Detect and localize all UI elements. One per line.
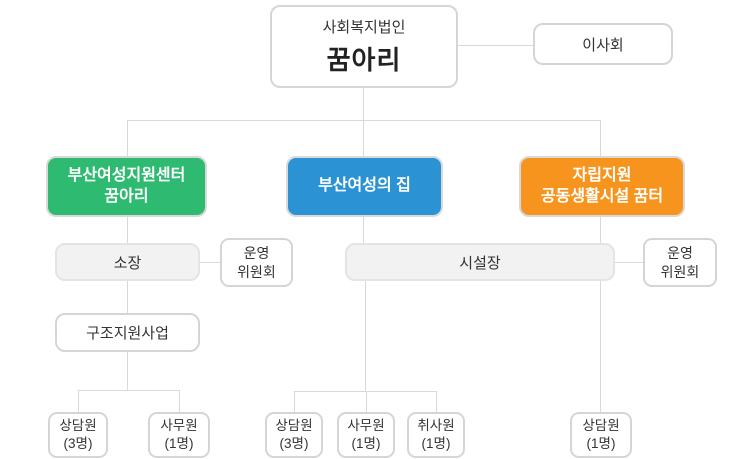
women-house-label: 부산여성의 집: [318, 177, 411, 195]
facility-head-label: 시설장: [459, 254, 501, 272]
connector-line: [78, 390, 79, 412]
staff-role: 취사원: [417, 417, 455, 433]
rescue-support-program-box: 구조지원사업: [55, 313, 200, 352]
connector-line: [127, 217, 128, 243]
corporation-type-label: 사회복지법인: [322, 19, 406, 36]
operating-committee-left-line1: 운영: [243, 244, 270, 261]
staff-count: (3명): [279, 436, 309, 451]
staff-count: (1명): [586, 436, 616, 451]
self-reliance-facility-label-line1: 자립지원: [572, 166, 632, 184]
connector-line: [363, 88, 364, 120]
connector-line: [127, 120, 601, 121]
operating-committee-right-line1: 운영: [667, 244, 693, 261]
director-box: 소장: [55, 243, 200, 281]
connector-line: [200, 262, 220, 263]
operating-committee-left-box: 운영 위원회: [220, 238, 293, 287]
staff-count: (3명): [63, 436, 93, 451]
facility-head-box: 시설장: [345, 243, 615, 281]
staff-box-clerk-mid: 사무원 (1명): [337, 412, 395, 458]
connector-line: [436, 391, 437, 412]
connector-line: [600, 217, 601, 243]
connector-line: [366, 391, 367, 412]
staff-count: (1명): [421, 436, 451, 451]
staff-role: 사무원: [160, 417, 198, 433]
connector-line: [600, 120, 601, 156]
connector-line: [294, 391, 436, 392]
connector-line: [363, 217, 364, 243]
women-house-box: 부산여성의 집: [286, 156, 443, 217]
operating-committee-left-line2: 위원회: [237, 263, 276, 280]
staff-box-counselor-mid: 상담원 (3명): [265, 412, 323, 458]
staff-role: 상담원: [582, 417, 620, 433]
connector-line: [458, 45, 533, 46]
connector-line: [294, 391, 295, 412]
women-support-center-box: 부산여성지원센터 꿈아리: [46, 156, 207, 217]
staff-box-clerk-left: 사무원 (1명): [148, 412, 210, 458]
staff-box-counselor-right: 상담원 (1명): [570, 412, 632, 458]
corporation-name-label: 꿈아리: [326, 45, 402, 75]
connector-line: [365, 281, 366, 391]
staff-box-cook-mid: 취사원 (1명): [407, 412, 465, 458]
women-support-center-label-line1: 부산여성지원센터: [67, 166, 186, 184]
connector-line: [615, 262, 643, 263]
connector-line: [127, 281, 128, 313]
staff-count: (1명): [164, 436, 194, 451]
self-reliance-facility-label-line2: 공동생활시설 꿈터: [540, 187, 664, 205]
staff-box-counselor-left: 상담원 (3명): [48, 412, 108, 458]
self-reliance-facility-box: 자립지원 공동생활시설 꿈터: [519, 156, 685, 217]
women-support-center-label-line2: 꿈아리: [104, 187, 149, 205]
connector-line: [78, 390, 179, 391]
staff-role: 상담원: [275, 417, 313, 433]
staff-role: 상담원: [59, 417, 97, 433]
corporation-root-box: 사회복지법인 꿈아리: [270, 5, 458, 88]
connector-line: [600, 281, 601, 412]
connector-line: [179, 390, 180, 412]
board-label: 이사회: [582, 36, 624, 54]
connector-line: [363, 120, 364, 156]
operating-committee-right-box: 운영 위원회: [643, 238, 717, 287]
operating-committee-right-line2: 위원회: [660, 263, 700, 280]
staff-role: 사무원: [347, 417, 385, 433]
board-of-directors-box: 이사회: [533, 23, 673, 65]
connector-line: [127, 120, 128, 156]
connector-line: [127, 352, 128, 390]
rescue-support-program-label: 구조지원사업: [86, 325, 169, 342]
staff-count: (1명): [351, 436, 381, 451]
director-label: 소장: [113, 254, 142, 272]
